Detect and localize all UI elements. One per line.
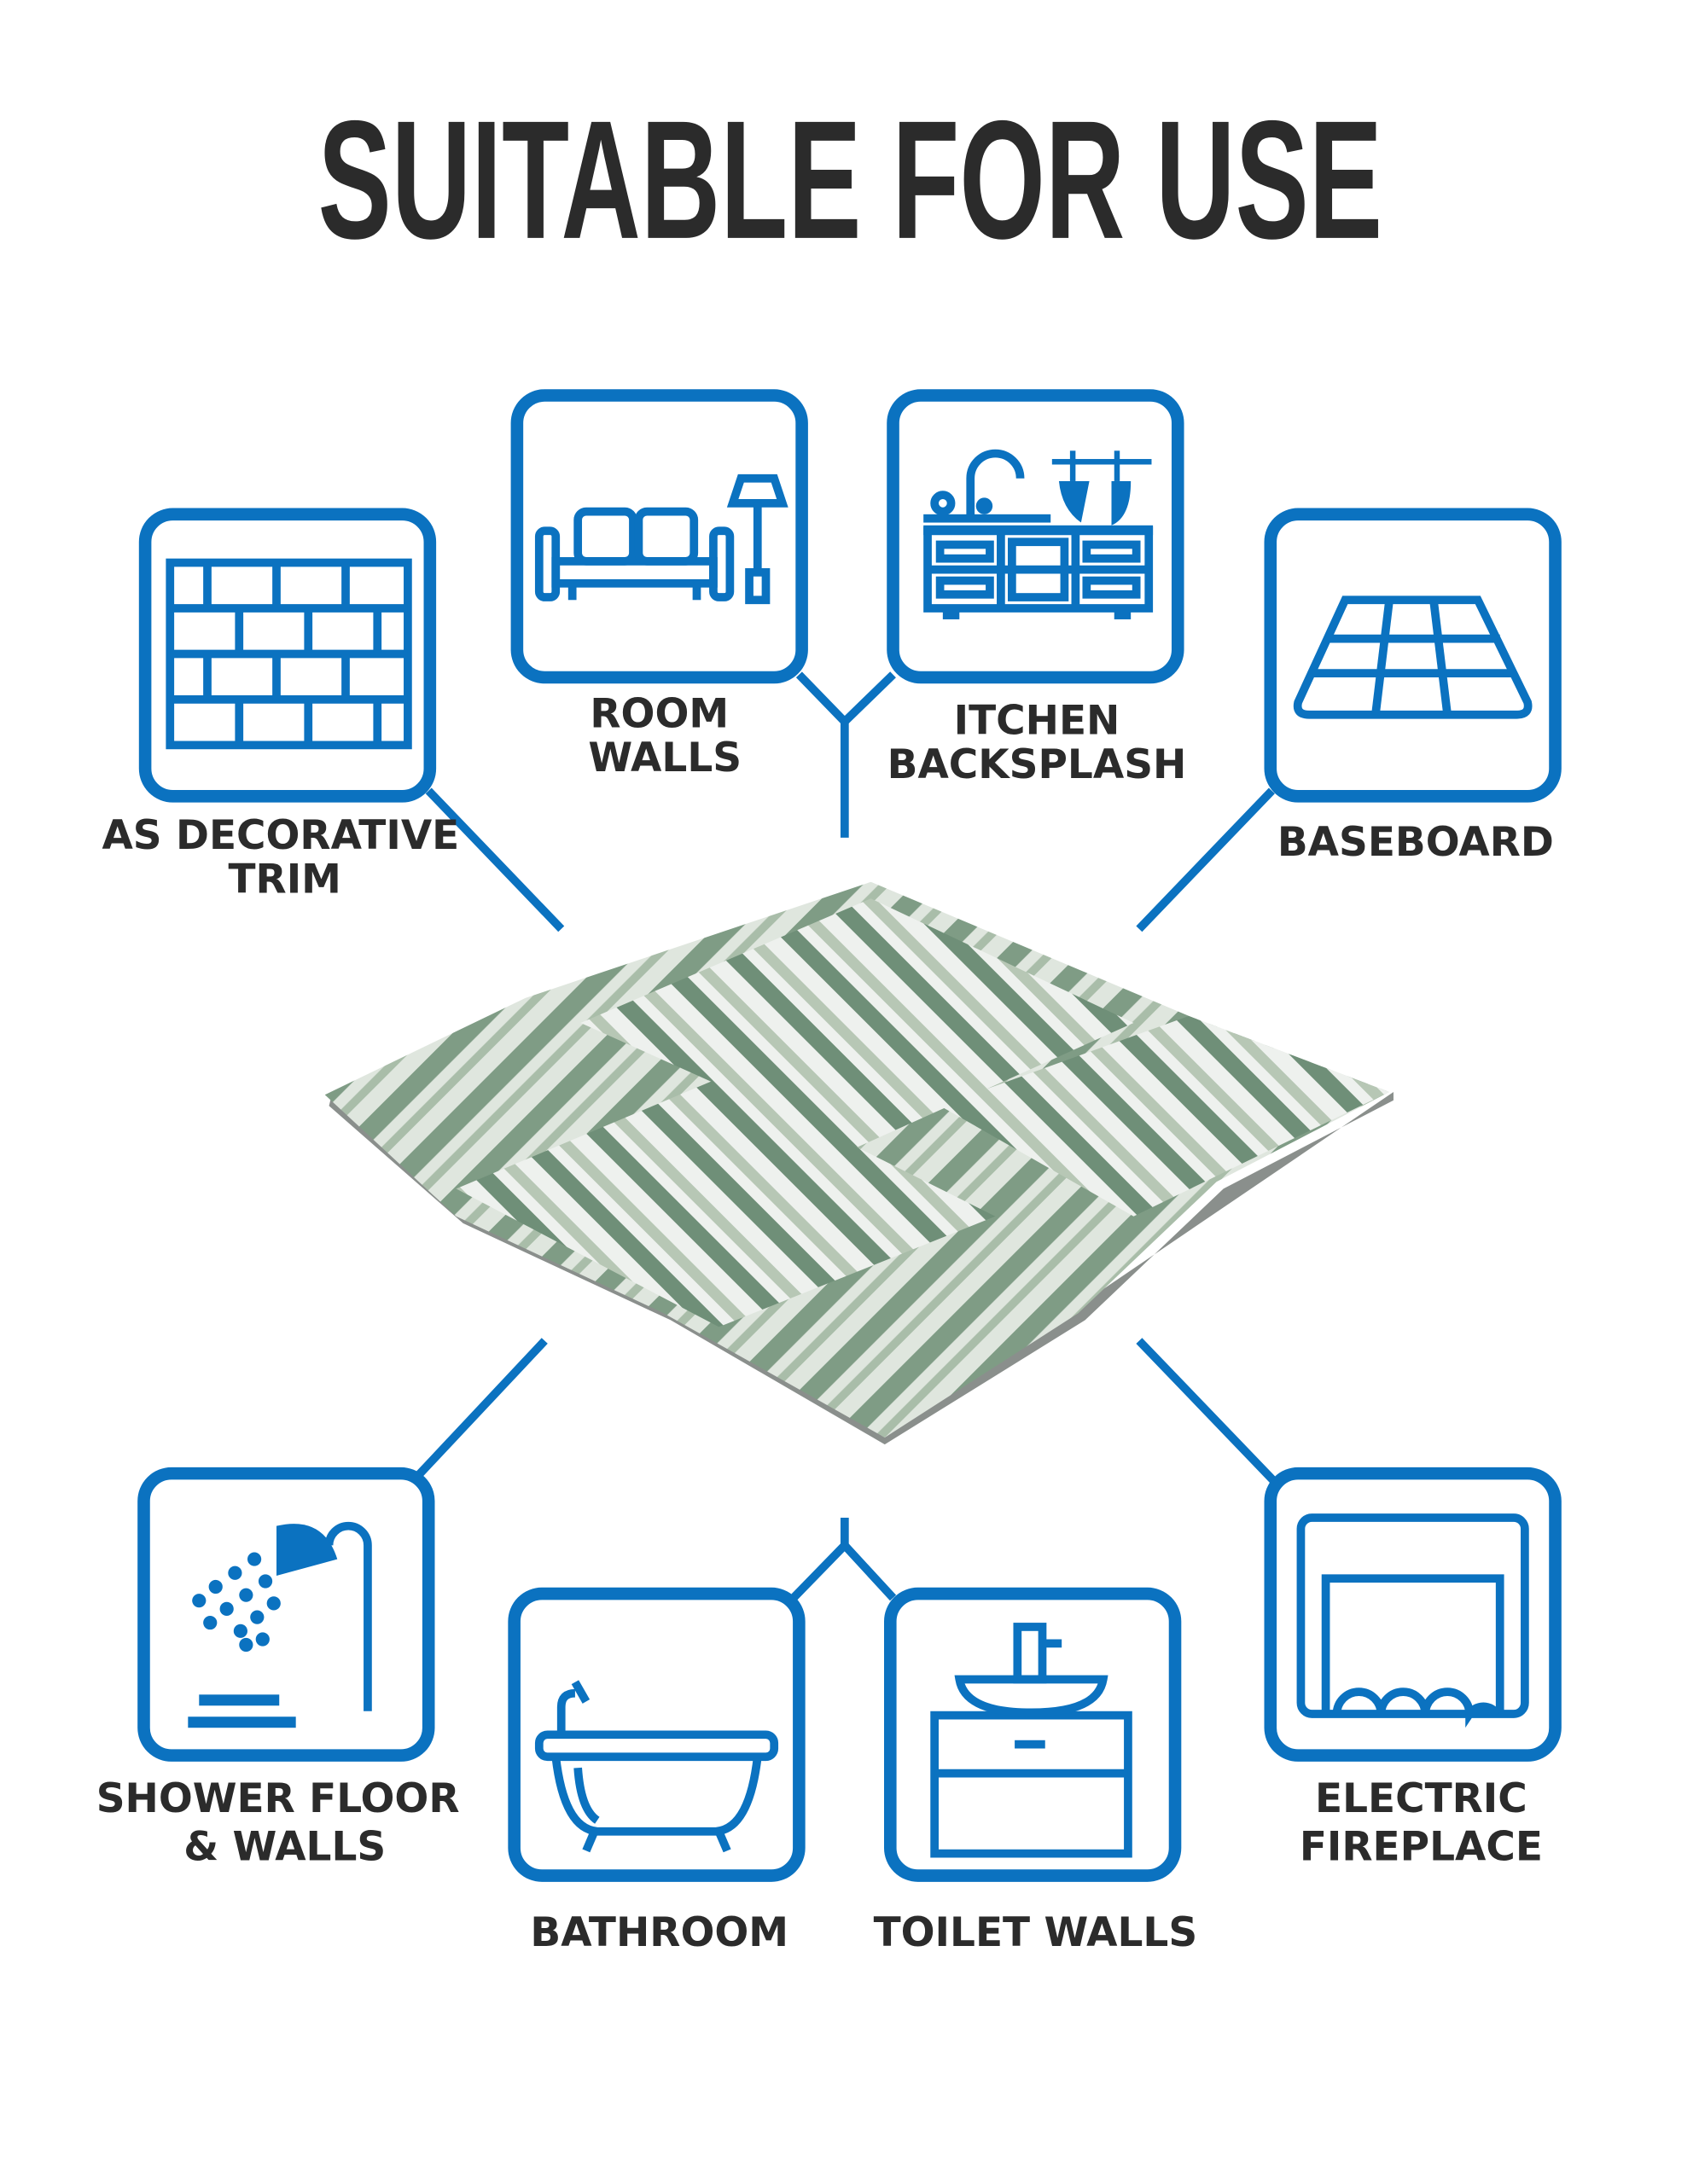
fireplace-icon (1296, 1513, 1529, 1728)
use-item-toilet-walls (884, 1587, 1182, 1882)
use-item-electric-fireplace (1264, 1467, 1562, 1762)
brick-wall-icon (166, 558, 412, 750)
bathtub-icon (534, 1680, 779, 1853)
label-toilet-walls: TOILET WALLS (874, 1909, 1198, 1956)
sofa-lamp-icon (534, 473, 788, 605)
use-item-shower (137, 1467, 435, 1762)
page-title: SUITABLE FOR USE (318, 85, 1382, 274)
floor-grid-icon (1293, 595, 1533, 719)
label-room-walls-2: WALLS (588, 735, 742, 781)
sink-vanity-icon (930, 1623, 1132, 1858)
label-room-walls: ROOM (590, 690, 729, 737)
kitchen-counter-icon (923, 449, 1154, 619)
label-shower: SHOWER FLOOR (96, 1775, 460, 1822)
use-item-decorative-trim (138, 508, 437, 803)
label-electric-fireplace-2: FIREPLACE (1300, 1824, 1543, 1871)
label-decorative-trim-2: TRIM (229, 857, 341, 903)
use-item-kitchen-backsplash (887, 389, 1184, 684)
label-decorative-trim: AS DECORATIVE (102, 812, 459, 859)
label-kitchen-backsplash: ITCHEN (954, 697, 1120, 744)
label-electric-fireplace: ELECTRIC (1315, 1775, 1527, 1822)
mosaic-tile-image (324, 881, 1394, 1445)
use-item-baseboard (1264, 508, 1562, 803)
use-item-room-walls (510, 389, 808, 684)
use-item-bathroom (508, 1587, 806, 1882)
label-baseboard: BASEBOARD (1277, 819, 1554, 866)
label-shower-2: & WALLS (183, 1824, 386, 1871)
connector-lines (414, 671, 1278, 1601)
shower-icon (188, 1521, 372, 1728)
label-kitchen-backsplash-2: BACKSPLASH (887, 741, 1187, 788)
label-bathroom: BATHROOM (530, 1909, 788, 1956)
